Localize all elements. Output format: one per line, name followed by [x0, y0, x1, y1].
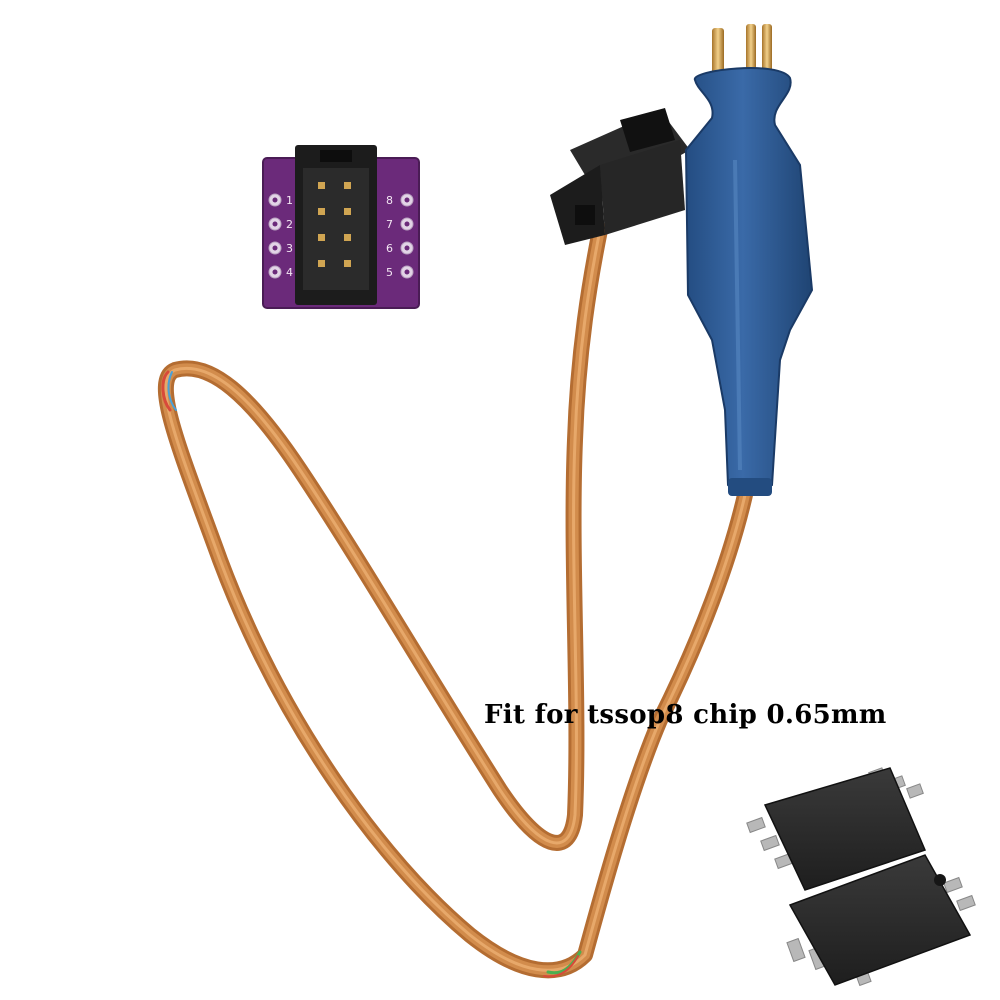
pin-label-2: 2 [286, 218, 293, 231]
adapter-board: 1 2 3 4 8 7 6 5 [262, 145, 420, 309]
pin-label-6: 6 [386, 242, 393, 255]
test-probe [684, 24, 814, 496]
tssop8-chip-top [746, 767, 927, 891]
idc-connector [550, 108, 690, 245]
pin-label-4: 4 [286, 266, 293, 279]
pin-label-1: 1 [286, 194, 293, 207]
ribbon-cable [157, 222, 753, 979]
pin-label-3: 3 [286, 242, 293, 255]
pin-label-5: 5 [386, 266, 393, 279]
product-caption: Fit for tssop8 chip 0.65mm [484, 700, 887, 730]
tssop8-chip-bottom [786, 854, 976, 987]
probe-pin-mid [746, 24, 756, 72]
pin-label-8: 8 [386, 194, 393, 207]
pin-label-7: 7 [386, 218, 393, 231]
probe-pin-left [712, 28, 724, 76]
probe-pin-right [762, 24, 772, 72]
